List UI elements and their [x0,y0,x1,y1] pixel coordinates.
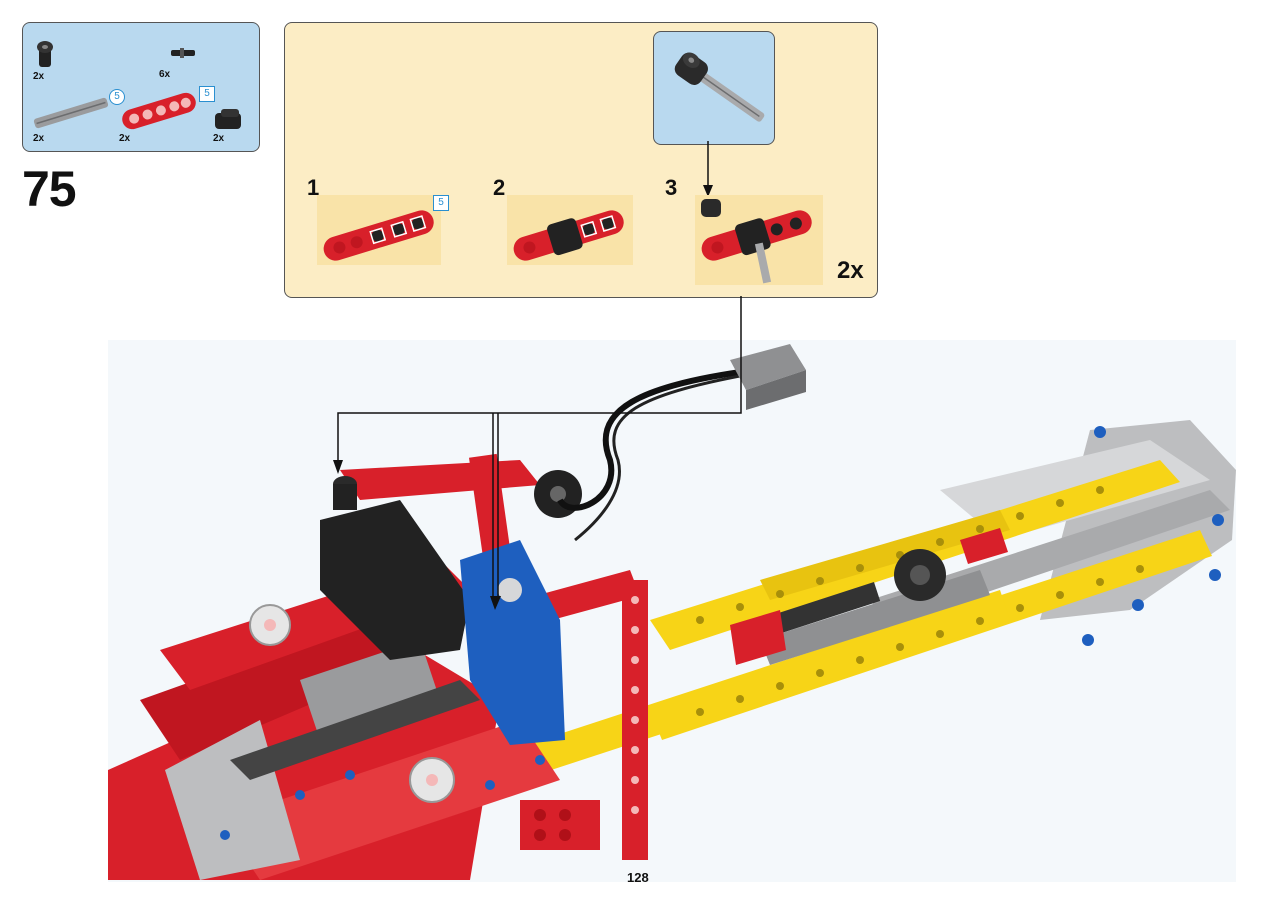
sub-assembly-panel: 1 5 2 3 [284,22,878,298]
length-badge-square: 5 [199,86,215,102]
part-qty: 2x [33,71,45,82]
parts-list-panel: 2x 6x 5 2x 5 2x 2x [22,22,260,152]
part-qty: 6x [159,69,171,80]
substep-label: 3 [665,175,678,200]
angle-connector-with-axle-icon [674,52,765,122]
black-pin-icon [171,48,195,58]
callout-panel [653,31,775,145]
beam-with-axle-icon [701,199,812,284]
black-angle-connector-icon [37,41,53,67]
red-beam-icon [122,92,196,130]
page-number: 128 [627,870,649,885]
callout-arrow-icon [703,141,713,197]
step-number: 75 [22,161,77,217]
multiplier-label: 2x [837,257,864,284]
part-qty: 2x [119,133,131,144]
length-badge-circle: 5 [109,89,125,105]
length-badge-square: 5 [433,195,449,211]
substep-label: 2 [493,175,506,200]
grey-axle-icon [33,97,109,129]
substep-label: 1 [307,175,320,200]
part-qty: 2x [213,133,225,144]
beam-with-pins-icon [323,210,434,261]
black-connector-block-icon [215,109,241,129]
beam-with-block-icon [513,210,624,261]
part-qty: 2x [33,133,45,144]
